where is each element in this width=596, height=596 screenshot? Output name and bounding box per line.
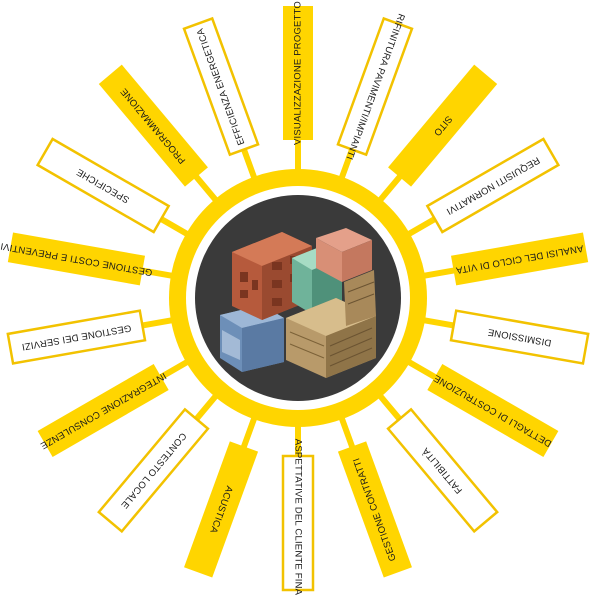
ray-connector: [419, 267, 457, 280]
ray-box-filled: [283, 6, 313, 140]
ray-label: ASPETTATIVE DEL CLIENTE FINALE: [292, 439, 303, 596]
ray-connector: [375, 391, 404, 423]
ray-box-outlined: [182, 16, 260, 157]
ray: VISUALIZZAZIONE PROGETTO: [283, 1, 313, 174]
ray-connector: [192, 173, 221, 205]
ray-connector: [295, 422, 301, 458]
ray-label: VISUALIZZAZIONE PROGETTO: [293, 1, 304, 145]
ray-box-outlined: [336, 16, 414, 157]
ray-label: INTEGRAZIONE CONSULENZE: [38, 370, 168, 451]
ray-box-filled: [388, 64, 498, 187]
ray-box-outlined: [6, 309, 147, 365]
ray-label: RIFINITURA PAVIMENTI/IMPIANTI: [343, 12, 406, 161]
ray-box-outlined: [425, 137, 561, 234]
ray-box-outlined: [97, 407, 210, 534]
ray-box-outlined: [386, 407, 499, 534]
ray-label: PROGRAMMAZIONE: [119, 86, 189, 166]
ray-connector: [403, 357, 439, 381]
ray: GESTIONE DEI SERVIZI: [6, 309, 177, 365]
ray-connector: [240, 146, 259, 183]
ray-connector: [192, 391, 221, 423]
ray-connector: [157, 215, 193, 239]
ray-connector: [375, 173, 404, 205]
ray-box-filled: [450, 232, 589, 286]
ray-box-outlined: [35, 137, 171, 234]
ray-label: DETTAGLI DI COSTRUZIONE: [432, 372, 554, 449]
ray-connector: [337, 413, 356, 450]
ray-box-filled: [7, 232, 146, 286]
ray-box-filled: [98, 64, 208, 187]
ray-connector: [157, 357, 193, 381]
ray-box-filled: [427, 364, 559, 457]
ray: DISMISSIONE: [419, 309, 590, 365]
ray: ASPETTATIVE DEL CLIENTE FINALE: [281, 422, 315, 596]
ray: ACUSTICA: [184, 413, 259, 578]
ray-connector: [403, 215, 439, 239]
ray-box-outlined: [281, 454, 315, 592]
ray: SITO: [375, 64, 498, 205]
ray: GESTIONE COSTI E PREVENTIVI: [0, 232, 177, 286]
ray-label: REQUISITI NORMATIVI: [444, 154, 541, 217]
ray-box-filled: [337, 441, 412, 578]
ray-label: CONTESTO LOCALE: [118, 430, 188, 510]
ray-connector: [419, 316, 457, 329]
ray-connector: [337, 146, 356, 183]
ray-connector: [295, 138, 301, 174]
ray-box-outlined: [449, 309, 590, 365]
ray-connector: [139, 316, 177, 329]
ray-connector: [240, 413, 259, 450]
ray-box-filled: [37, 364, 169, 457]
ray: ANALISI DEL CICLO DI VITA: [419, 232, 589, 286]
ray-box-filled: [184, 441, 259, 578]
ray-connector: [139, 267, 177, 280]
layered-building-materials-cube-icon: [220, 228, 376, 378]
